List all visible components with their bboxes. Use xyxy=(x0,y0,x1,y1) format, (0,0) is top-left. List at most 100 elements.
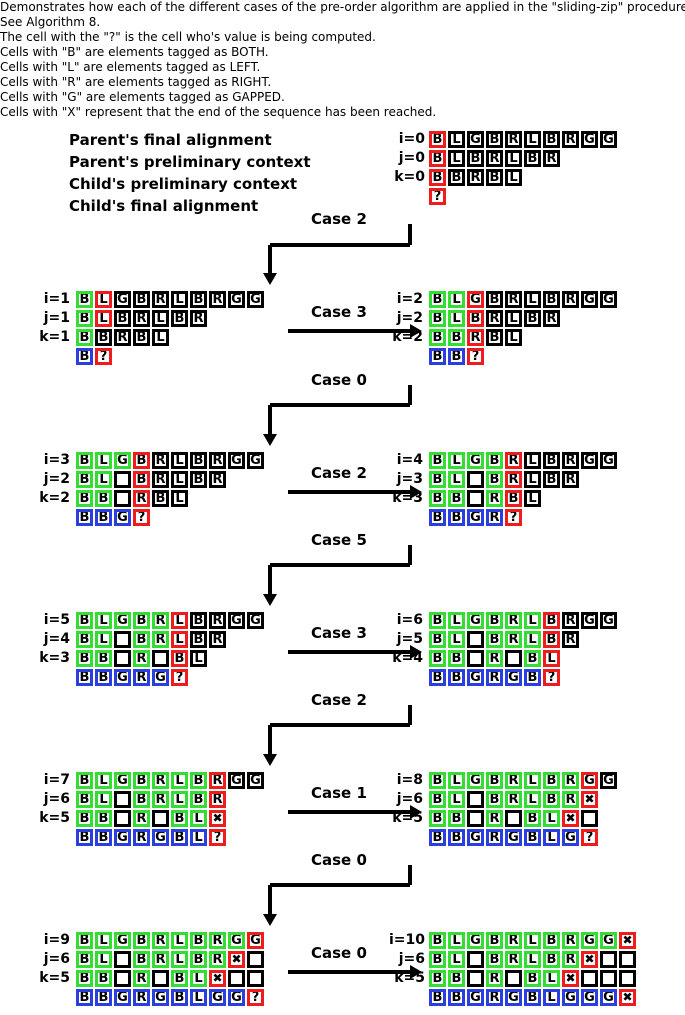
empty-cell xyxy=(228,970,245,987)
cell: G xyxy=(600,131,617,148)
cell: R xyxy=(152,452,169,469)
cell: R xyxy=(209,631,226,648)
case-label: Case 1 xyxy=(311,784,367,802)
cell: L xyxy=(171,291,188,308)
empty-cell xyxy=(114,631,131,648)
cell: G xyxy=(600,772,617,789)
cell: R xyxy=(486,989,503,1006)
cell: R xyxy=(562,291,579,308)
cell: R xyxy=(152,631,169,648)
cell: B xyxy=(429,612,446,629)
cell: L xyxy=(505,310,522,327)
cell: B xyxy=(95,669,112,686)
query-cell: ? xyxy=(171,669,188,686)
cell: R xyxy=(486,310,503,327)
index-label: i=1 xyxy=(43,291,70,307)
empty-cell xyxy=(581,970,598,987)
cell: L xyxy=(171,490,188,507)
cell: L xyxy=(190,810,207,827)
cell: L xyxy=(95,291,112,308)
cell: B xyxy=(486,612,503,629)
cell: G xyxy=(467,509,484,526)
cell: R xyxy=(152,612,169,629)
cell: R xyxy=(505,932,522,949)
cell: L xyxy=(171,791,188,808)
cell: R xyxy=(152,291,169,308)
cell: G xyxy=(562,829,579,846)
cell: B xyxy=(524,810,541,827)
cell: B xyxy=(448,329,465,346)
empty-cell xyxy=(467,951,484,968)
empty-cell xyxy=(114,490,131,507)
cell: G xyxy=(467,989,484,1006)
end-cell: ✖ xyxy=(209,810,226,827)
cell: R xyxy=(152,951,169,968)
cell: L xyxy=(95,951,112,968)
index-label: k=3 xyxy=(39,650,70,666)
empty-cell xyxy=(152,970,169,987)
cell: R xyxy=(133,650,150,667)
cell: B xyxy=(429,951,446,968)
cell: G xyxy=(467,291,484,308)
empty-cell xyxy=(467,471,484,488)
cell: B xyxy=(95,509,112,526)
cell: G xyxy=(581,989,598,1006)
cell: L xyxy=(152,310,169,327)
index-label: j=2 xyxy=(396,310,423,326)
description-line: Cells with "R" are elements tagged as RI… xyxy=(0,75,272,89)
cell: G xyxy=(114,669,131,686)
cell: G xyxy=(114,932,131,949)
cell: L xyxy=(448,471,465,488)
cell: L xyxy=(95,310,112,327)
cell: B xyxy=(76,669,93,686)
index-label: k=3 xyxy=(392,490,423,506)
cell: G xyxy=(247,772,264,789)
cell: B xyxy=(429,829,446,846)
end-cell: ✖ xyxy=(209,970,226,987)
cell: G xyxy=(228,772,245,789)
cell: B xyxy=(429,791,446,808)
cell: B xyxy=(114,310,131,327)
cell: B xyxy=(171,810,188,827)
cell: R xyxy=(152,772,169,789)
cell: B xyxy=(429,490,446,507)
cell: R xyxy=(209,471,226,488)
cell: G xyxy=(467,131,484,148)
cell: L xyxy=(448,612,465,629)
cell: B xyxy=(76,829,93,846)
end-cell: ✖ xyxy=(619,989,636,1006)
cell: G xyxy=(228,291,245,308)
cell: R xyxy=(467,169,484,186)
cell: B xyxy=(133,772,150,789)
cell: R xyxy=(209,951,226,968)
legend-child-final: Child's final alignment xyxy=(69,197,259,215)
cell: B xyxy=(448,970,465,987)
cell: L xyxy=(448,772,465,789)
cell: B xyxy=(76,650,93,667)
arrow-head xyxy=(410,324,422,338)
cell: G xyxy=(114,291,131,308)
cell: G xyxy=(581,932,598,949)
case-label: Case 3 xyxy=(311,624,367,642)
index-label: k=5 xyxy=(39,970,70,986)
cell: G xyxy=(228,612,245,629)
cell: B xyxy=(76,810,93,827)
index-label: k=2 xyxy=(39,490,70,506)
cell: B xyxy=(429,970,446,987)
cell: L xyxy=(448,310,465,327)
cell: R xyxy=(486,810,503,827)
empty-cell xyxy=(467,810,484,827)
query-cell: ? xyxy=(209,829,226,846)
cell: B xyxy=(190,951,207,968)
cell: L xyxy=(543,989,560,1006)
cell: R xyxy=(562,932,579,949)
empty-cell xyxy=(114,791,131,808)
cell: B xyxy=(76,791,93,808)
cell: B xyxy=(190,631,207,648)
cell: B xyxy=(95,650,112,667)
cell: B xyxy=(76,951,93,968)
cell: R xyxy=(505,791,522,808)
cell: R xyxy=(190,310,207,327)
query-cell: ? xyxy=(429,188,446,205)
cell: L xyxy=(190,829,207,846)
